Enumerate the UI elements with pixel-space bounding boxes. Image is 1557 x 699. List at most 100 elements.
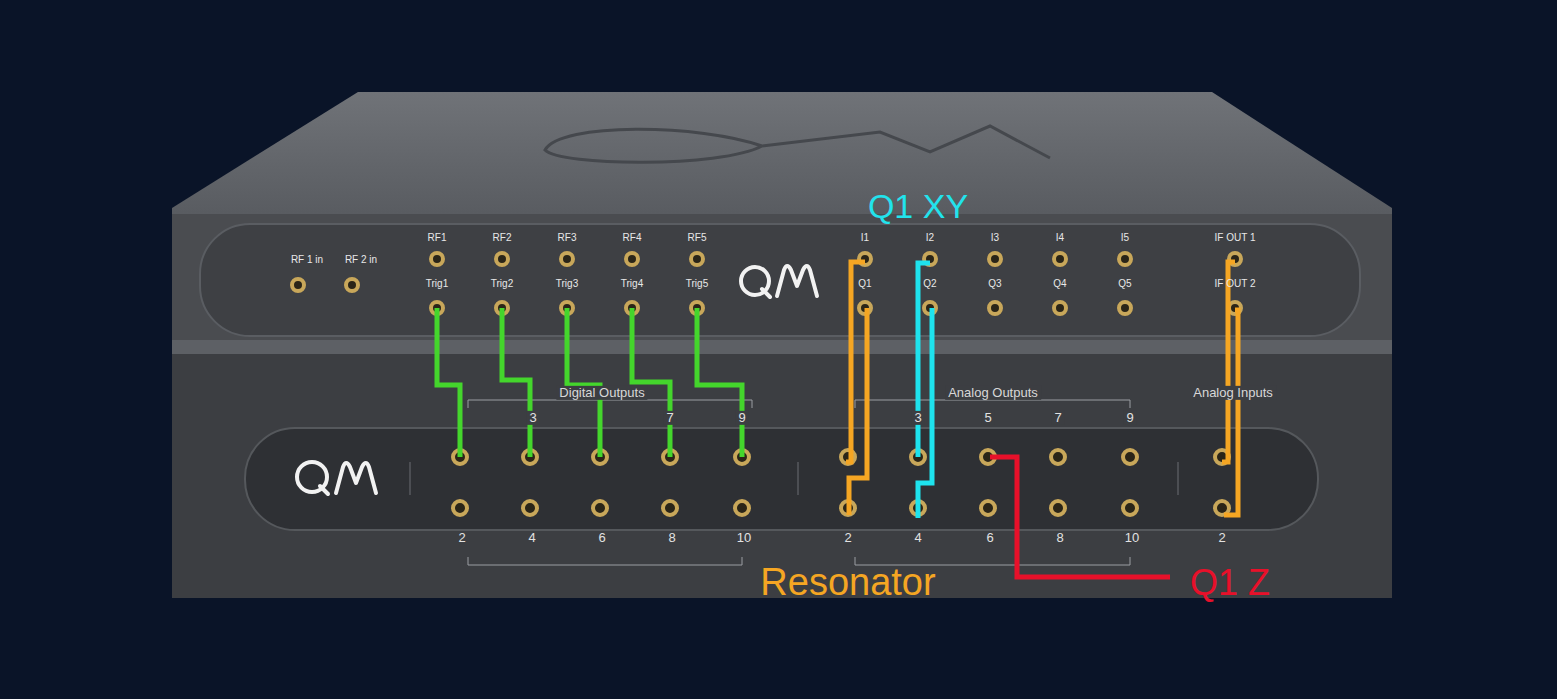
port-number: 6: [598, 531, 605, 545]
unit-front: [172, 214, 1392, 340]
signal-label: Resonator: [760, 562, 935, 604]
port-label: RF 1 in: [291, 254, 323, 265]
logo-q-tail: [762, 289, 770, 297]
divider: [1178, 462, 1179, 495]
port-label: Trig2: [491, 278, 513, 289]
sma-port: [989, 253, 1001, 265]
port-number: 7: [663, 411, 676, 425]
port-label: Q4: [1053, 278, 1066, 289]
port-label: RF2: [493, 232, 512, 243]
sma-port: [1051, 450, 1065, 464]
wire: [697, 308, 742, 457]
port-label: Q3: [988, 278, 1001, 289]
sma-port: [981, 501, 995, 515]
wire: [567, 308, 600, 457]
sma-port: [1123, 501, 1137, 515]
logo-m: [336, 463, 376, 493]
port-label: Trig1: [426, 278, 448, 289]
port-label: RF 2 in: [345, 254, 377, 265]
qm-logo: [297, 462, 376, 494]
logo-q-tail: [320, 486, 328, 494]
wire: [1222, 262, 1235, 462]
sma-port: [1051, 501, 1065, 515]
sma-port: [561, 253, 573, 265]
signal-label: Q1 XY: [868, 188, 968, 225]
divider: [410, 462, 411, 495]
port-label: I4: [1056, 232, 1064, 243]
bracket-line: [468, 557, 742, 565]
port-number: 5: [981, 411, 994, 425]
port-number: 2: [844, 531, 851, 545]
port-number: 9: [1123, 411, 1136, 425]
sma-port: [593, 501, 607, 515]
wire: [846, 262, 865, 462]
port-number: 8: [1056, 531, 1063, 545]
sma-port: [1054, 253, 1066, 265]
section-label: Digital Outputs: [556, 386, 647, 400]
unit-top: [172, 92, 1392, 218]
port-label: I3: [991, 232, 999, 243]
port-number: 3: [911, 411, 924, 425]
port-group: [292, 253, 1241, 515]
qm-logo: [741, 266, 817, 297]
wire: [632, 308, 670, 457]
port-label: RF5: [688, 232, 707, 243]
port-label: Q1: [858, 278, 871, 289]
front-panel: [245, 428, 1318, 530]
sma-port: [735, 501, 749, 515]
port-number: 7: [1051, 411, 1064, 425]
port-number: 9: [735, 411, 748, 425]
sma-port: [1119, 302, 1131, 314]
port-number: 2: [458, 531, 465, 545]
unit-top: [172, 340, 1392, 356]
wire: [918, 263, 930, 457]
port-number: 4: [528, 531, 535, 545]
port-label: Q5: [1118, 278, 1131, 289]
port-number: 8: [668, 531, 675, 545]
port-label: IF OUT 2: [1215, 278, 1256, 289]
sma-port: [989, 302, 1001, 314]
trigger-wires: [437, 308, 742, 457]
resonator-wires: [846, 262, 1238, 515]
xy-wires: [918, 263, 932, 518]
section-label: Analog Outputs: [945, 386, 1041, 400]
port-label: RF4: [623, 232, 642, 243]
section-label: Analog Inputs: [1190, 386, 1276, 400]
wire: [1224, 310, 1238, 515]
port-label: Q2: [923, 278, 936, 289]
port-label: I5: [1121, 232, 1129, 243]
sma-port: [1054, 302, 1066, 314]
sma-port: [523, 501, 537, 515]
port-number: 2: [1218, 531, 1225, 545]
sma-port: [453, 501, 467, 515]
engraved-logo: [545, 126, 1050, 162]
bracket: [468, 400, 1130, 565]
wire: [502, 308, 530, 457]
port-number: 4: [914, 531, 921, 545]
port-label: IF OUT 1: [1215, 232, 1256, 243]
port-label: Trig5: [686, 278, 708, 289]
port-number: 6: [986, 531, 993, 545]
sma-port: [292, 279, 304, 291]
port-number: 10: [1125, 531, 1139, 545]
front-panel: [200, 224, 1360, 336]
sma-port: [346, 279, 358, 291]
sma-port: [691, 253, 703, 265]
sma-port: [626, 253, 638, 265]
port-label: I2: [926, 232, 934, 243]
port-number: 3: [526, 411, 539, 425]
port-label: RF3: [558, 232, 577, 243]
sma-port: [496, 253, 508, 265]
port-label: RF1: [428, 232, 447, 243]
port-label: Trig4: [621, 278, 643, 289]
port-label: I1: [861, 232, 869, 243]
sma-port: [431, 253, 443, 265]
wire: [849, 308, 867, 515]
divider: [798, 462, 799, 495]
port-label: Trig3: [556, 278, 578, 289]
sma-port: [1123, 450, 1137, 464]
port-number: 10: [737, 531, 751, 545]
bracket-line: [855, 400, 1130, 408]
signal-label: Q1 Z: [1190, 563, 1270, 603]
bracket-line: [468, 400, 752, 408]
